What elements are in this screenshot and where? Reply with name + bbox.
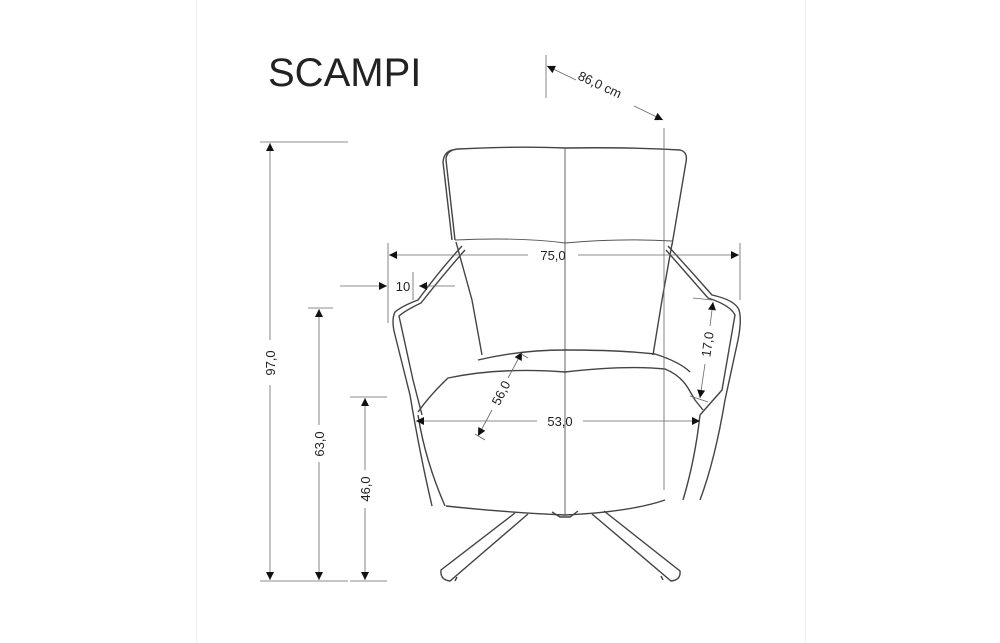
- product-title: SCAMPI: [268, 51, 421, 95]
- total-height-label: 97,0: [263, 350, 278, 375]
- seat-width-label: 53,0: [547, 414, 572, 429]
- depth-label: 86,0 cm: [576, 68, 624, 101]
- seat-depth-label: 56,0: [489, 378, 514, 407]
- arm-height-label: 17,0: [698, 331, 716, 358]
- width-label: 75,0: [540, 248, 565, 263]
- arm-width-label: 10: [396, 279, 410, 294]
- drawing-panel: [196, 0, 806, 643]
- dimension-lines: [260, 55, 741, 582]
- chair-outline: [392, 146, 741, 582]
- armrest-height-label: 63,0: [312, 431, 327, 456]
- seat-height-label: 46,0: [358, 476, 373, 501]
